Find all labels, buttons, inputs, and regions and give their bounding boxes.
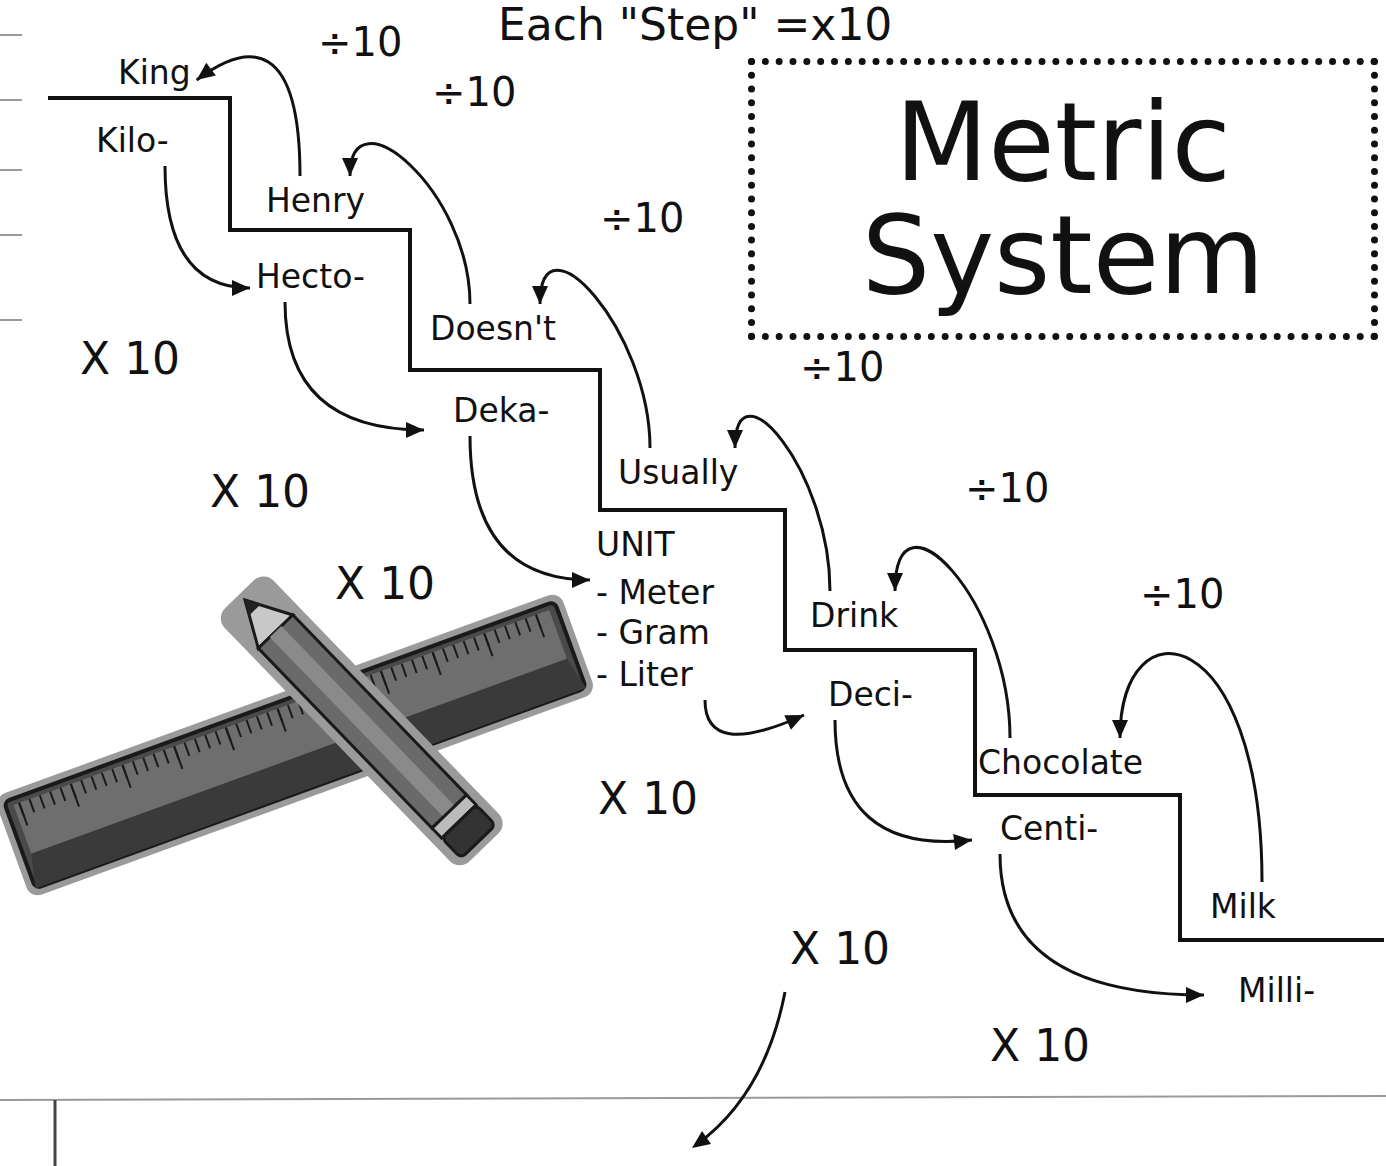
step-prefix: Kilo- <box>96 122 169 160</box>
stair-step: Doesn'tDeka- <box>424 304 562 436</box>
arrow-curve <box>540 270 650 448</box>
arrow-curve <box>165 166 250 288</box>
arrowhead <box>532 286 548 304</box>
notebook-lines <box>0 35 1386 1166</box>
step-arrow <box>727 416 830 591</box>
mnemonic-word: Milk <box>1210 888 1276 926</box>
step-prefix: UNIT <box>596 526 675 564</box>
arrow-curve <box>735 416 830 591</box>
title-box: Metric System <box>748 58 1378 340</box>
stair-step: UsuallyUNIT - Meter- Gram - Liter <box>590 448 744 700</box>
mnemonic-word: Henry <box>266 182 365 220</box>
step-arrow <box>532 270 650 448</box>
arrowhead <box>197 63 216 80</box>
mnemonic-word: Chocolate <box>978 744 1143 782</box>
arrow-label: X 10 <box>790 925 890 973</box>
step-prefix: - Meter <box>596 574 714 612</box>
step-arrow <box>197 57 300 176</box>
arrow-label: X 10 <box>598 775 698 823</box>
arrow-label: X 10 <box>990 1022 1090 1070</box>
step-prefix: Deci- <box>828 676 913 714</box>
arrow-label: ÷10 <box>432 70 516 114</box>
stair-step: MilkMilli- <box>1204 882 1321 1016</box>
loose-arrow <box>692 992 785 1148</box>
step-arrow <box>1000 854 1204 1003</box>
arrow-label: ÷10 <box>965 466 1049 510</box>
arrowhead <box>406 422 424 438</box>
stair-step: HenryHecto- <box>250 176 371 302</box>
step-arrow <box>705 700 804 734</box>
arrowhead <box>887 573 903 591</box>
arrowhead <box>342 158 358 176</box>
arrow-label: ÷10 <box>318 20 402 64</box>
arrow-label: ÷10 <box>1140 572 1224 616</box>
stair-step: DrinkDeci- <box>804 591 919 720</box>
arrowhead <box>1186 987 1204 1003</box>
step-prefix: Deka- <box>453 392 549 430</box>
arrow-curve <box>835 720 972 842</box>
arrowhead <box>572 572 590 588</box>
step-prefix: Hecto- <box>256 258 365 296</box>
arrow-curve <box>285 302 424 430</box>
mnemonic-word: Doesn't <box>430 310 556 348</box>
step-prefix: - Liter <box>596 656 693 694</box>
arrow-curve <box>350 144 470 304</box>
arrowhead <box>232 280 250 296</box>
step-arrow <box>835 720 972 850</box>
mnemonic-word: Drink <box>810 597 898 635</box>
stair-step: ChocolateCenti- <box>972 738 1149 854</box>
arrow-curve <box>1000 854 1204 995</box>
arrow-label: X 10 <box>335 560 435 608</box>
mnemonic-word: King <box>118 54 191 92</box>
handwritten-title: Each "Step" =x10 <box>498 0 892 50</box>
arrowhead <box>1112 720 1128 738</box>
mnemonic-word: Usually <box>618 454 738 492</box>
step-prefix: Centi- <box>1000 810 1098 848</box>
arrow-curve <box>197 57 300 176</box>
arrowhead <box>727 430 743 448</box>
arrowhead <box>953 834 972 850</box>
step-arrow <box>470 436 590 588</box>
arrow-label: X 10 <box>80 335 180 383</box>
arrowhead <box>784 715 804 730</box>
arrow-curve <box>470 436 590 580</box>
step-prefix: - Gram <box>596 614 710 652</box>
arrow-curve <box>705 700 804 734</box>
step-arrow <box>165 166 250 296</box>
box-title-text: Metric System <box>755 86 1371 313</box>
ruler-pencil-illustration <box>0 571 596 899</box>
arrow-label: X 10 <box>210 468 310 516</box>
arrow-label: ÷10 <box>800 345 884 389</box>
step-arrow <box>285 302 424 438</box>
stair-step: KingKilo- <box>90 48 197 166</box>
step-prefix: Milli- <box>1238 972 1315 1010</box>
arrow-label: ÷10 <box>600 196 684 240</box>
